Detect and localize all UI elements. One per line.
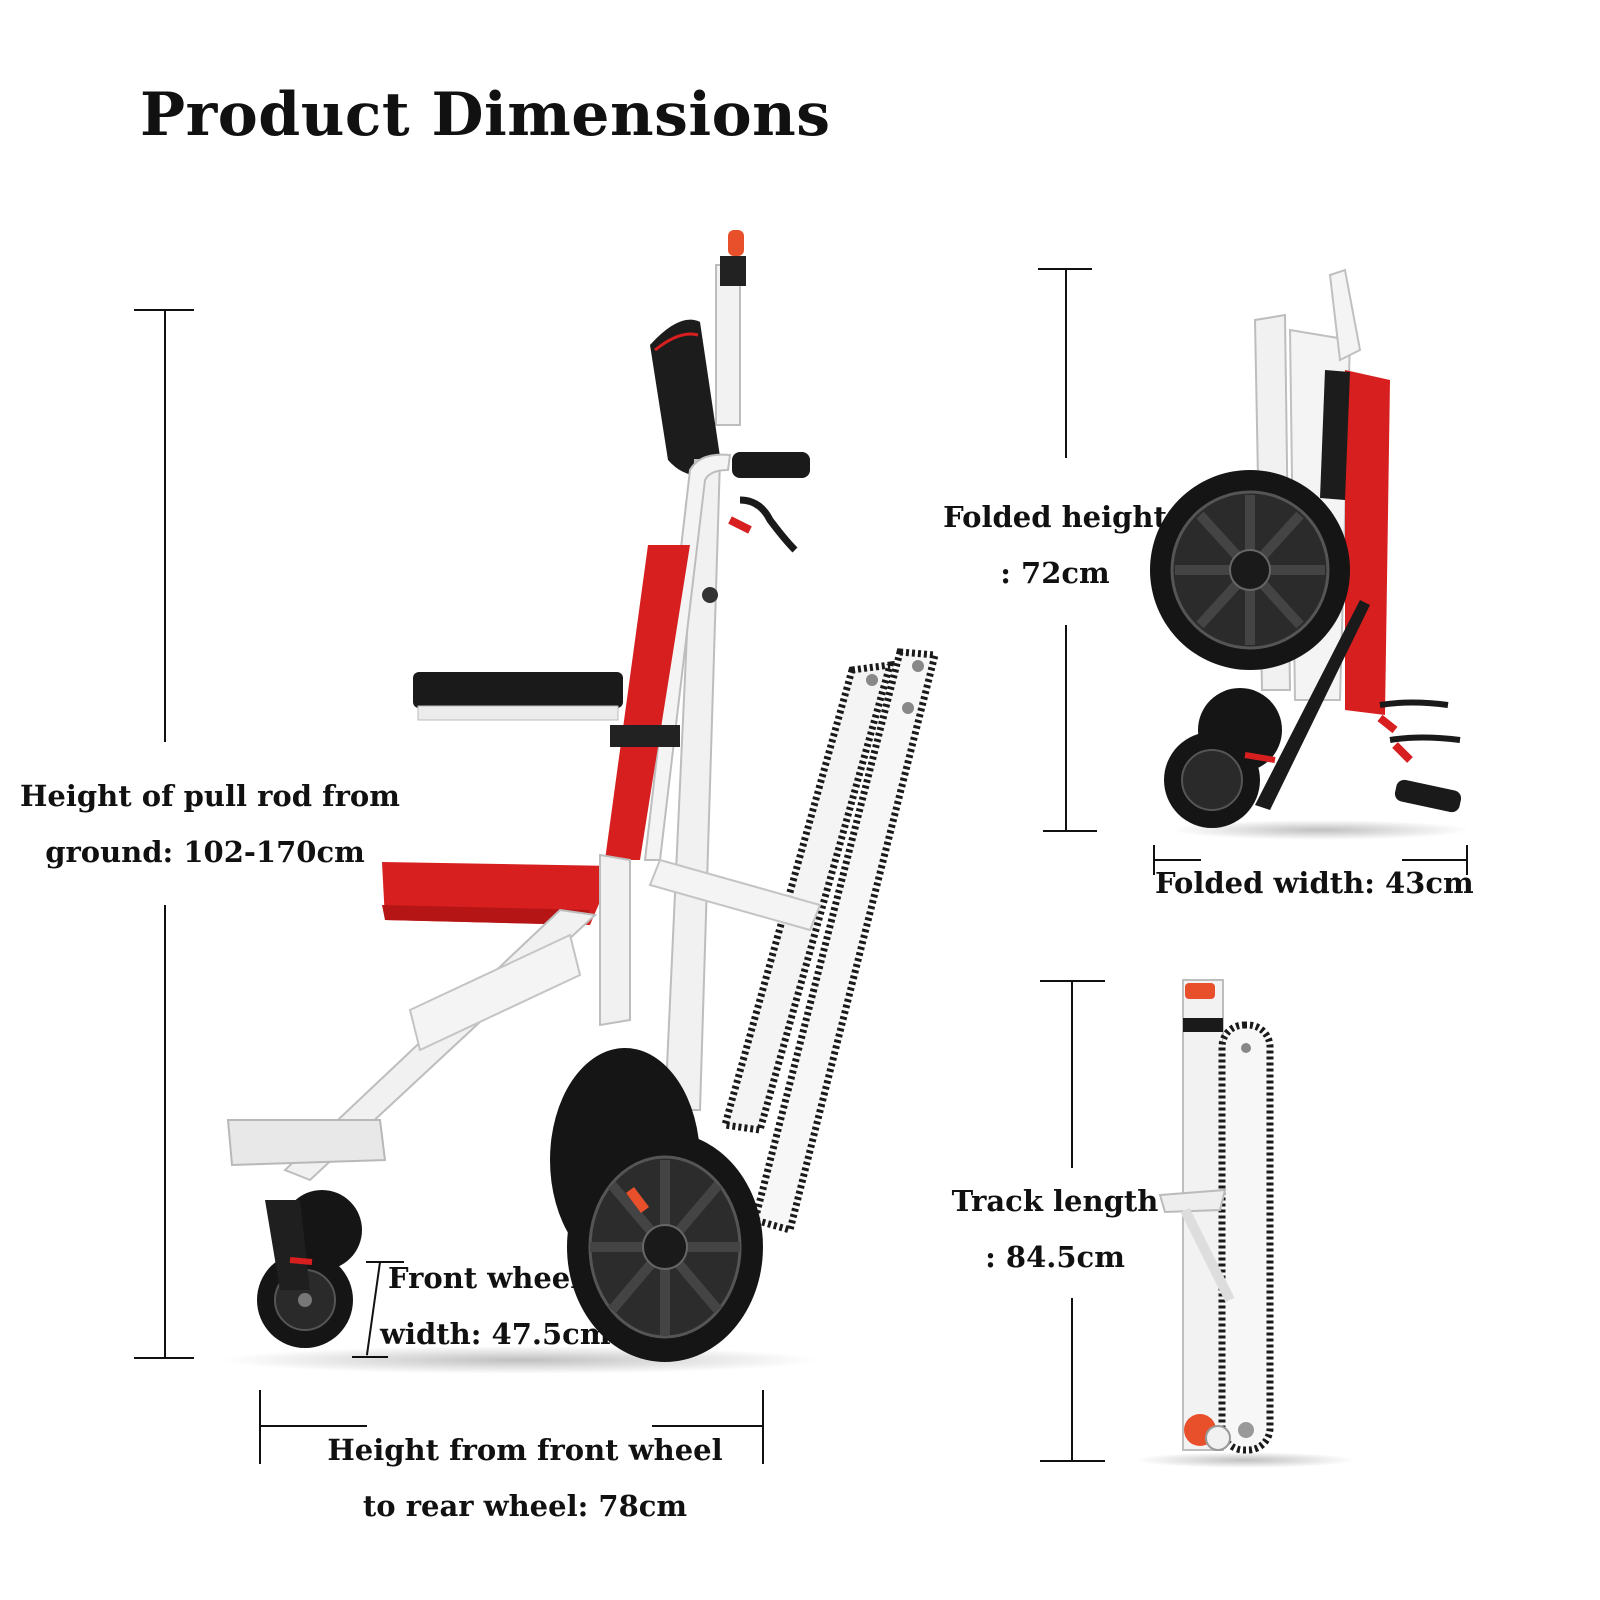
pull-rod-upper-line	[164, 309, 166, 742]
track-length-upper-line	[1071, 980, 1073, 1168]
front-caster-wheel	[257, 1190, 362, 1348]
front-wheel-label: Front wheel width: 47.5cm	[380, 1261, 611, 1351]
wheelchair-folded	[1150, 268, 1470, 840]
folded-seat-fabric	[1345, 370, 1390, 715]
pull-rod-bottom-cap	[134, 1357, 194, 1359]
rear-wheel	[550, 1048, 763, 1362]
track-belt	[1218, 1021, 1274, 1454]
backrest	[605, 545, 690, 860]
wheelchair-unfolded	[220, 230, 940, 1374]
folded-height-lower-line	[1065, 625, 1067, 830]
folded-width-left-line	[1153, 859, 1201, 861]
ground-shadow	[220, 1346, 820, 1374]
track-length-lower-line	[1071, 1298, 1073, 1460]
track-length-bottom-cap	[1040, 1460, 1105, 1462]
pull-rod-lower-line	[164, 905, 166, 1358]
folded-height-bottom-cap	[1043, 830, 1097, 832]
pull-rod-handle-icon	[728, 230, 744, 256]
wheelbase-right-line	[652, 1425, 762, 1427]
track-folded	[1135, 979, 1355, 1468]
pull-rod	[715, 264, 741, 426]
wheelbase-left-cap	[259, 1390, 261, 1464]
folded-height-upper-line	[1065, 268, 1067, 458]
folded-height-label: Folded height : 72cm	[943, 500, 1167, 590]
headrest	[650, 319, 722, 476]
wheelbase-right-cap	[762, 1390, 764, 1464]
push-handle-icon	[732, 452, 810, 478]
track-length-label: Track length : 84.5cm	[951, 1184, 1159, 1274]
brake-lever-icon	[739, 496, 798, 553]
footrest	[226, 1119, 387, 1167]
wheelbase-label: Height from front wheel to rear wheel: 7…	[327, 1433, 723, 1523]
climbing-track	[720, 648, 940, 1235]
pull-rod-label: Height of pull rod from ground: 102-170c…	[20, 779, 400, 869]
folded-width-right-line	[1402, 859, 1466, 861]
armrest	[413, 672, 623, 708]
folded-width-right-cap	[1466, 845, 1468, 875]
folded-width-label: Folded width: 43cm	[1155, 866, 1474, 900]
front-wheel-top-cap	[366, 1261, 404, 1263]
wheelbase-left-line	[259, 1425, 367, 1427]
page-title: Product Dimensions	[140, 80, 831, 150]
